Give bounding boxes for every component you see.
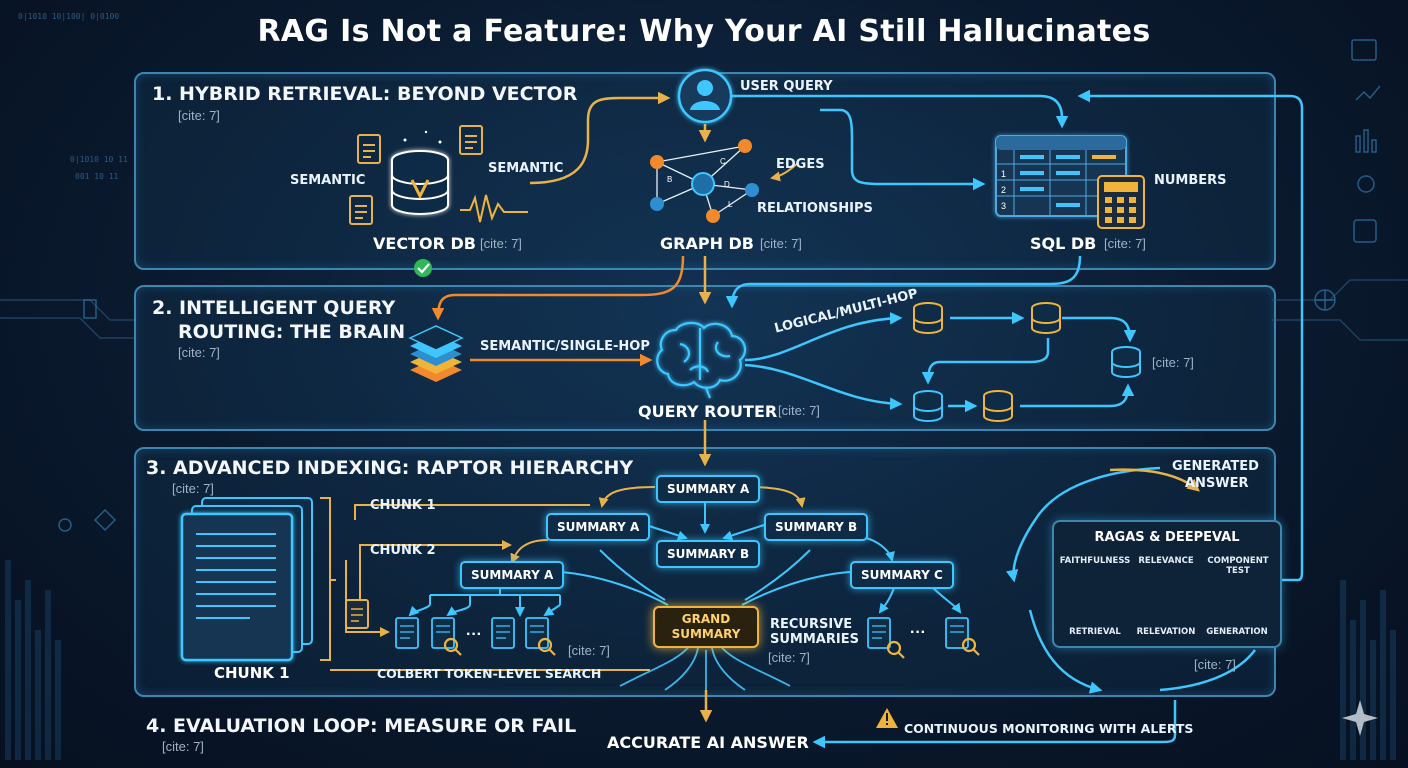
user-query-label: USER QUERY [740,79,833,94]
accurate-answer-label: ACCURATE AI ANSWER [607,733,809,752]
cite: [cite: 7] [760,236,802,251]
cite: [cite: 7] [1152,355,1194,370]
metric-footer-generation: GENERATION [1206,627,1268,637]
query-router-label: QUERY ROUTER [638,402,778,421]
summary-node-top: SUMMARY A [656,475,761,503]
graph-letter: C [720,157,726,166]
metric-footer-relevation: RELEVATION [1136,627,1196,637]
recursive-summaries-line2: SUMMARIES [770,632,859,647]
numbers-label: NUMBERS [1154,173,1227,188]
generated-answer-line2: ANSWER [1185,476,1249,491]
chunk-1-document-label: CHUNK 1 [214,664,290,682]
cite: [cite: 7] [768,650,810,665]
cite: [cite: 7] [1194,657,1236,672]
semantic-single-hop-label: SEMANTIC/SINGLE-HOP [480,339,650,354]
cite: [cite: 7] [162,739,204,754]
table-row-number: 2 [1001,185,1007,195]
sql-db-label: SQL DB [1030,234,1097,253]
ellipsis: ··· [910,624,926,641]
metric-header-component-test: COMPONENT TEST [1207,556,1269,576]
graph-letter: D [724,180,730,189]
cite: [cite: 7] [178,345,220,360]
metric-footer-retrieval: RETRIEVAL [1069,627,1121,637]
summary-node-left: SUMMARY A [546,513,651,541]
recursive-summaries-line1: RECURSIVE [770,617,853,632]
relationships-label: RELATIONSHIPS [757,201,873,216]
summary-node-lower-right: SUMMARY C [850,561,954,589]
cite: [cite: 7] [480,236,522,251]
evaluation-panel: RAGAS & DEEPEVAL [1052,520,1282,648]
cite: [cite: 7] [568,643,610,658]
grand-summary-line2: SUMMARY [671,627,741,641]
ellipsis: ··· [466,626,482,643]
graph-letter: L [728,200,733,209]
continuous-monitoring-label: CONTINUOUS MONITORING WITH ALERTS [904,721,1194,736]
section3-title: 3. ADVANCED INDEXING: RAPTOR HIERARCHY [146,457,634,479]
section4-title: 4. EVALUATION LOOP: MEASURE OR FAIL [146,715,577,737]
background-code: 0|1010 10|100| 0|0100 [18,12,120,21]
graph-db-label: GRAPH DB [660,234,754,253]
summary-node-right: SUMMARY B [764,513,869,541]
vector-db-label: VECTOR DB [373,234,476,253]
cite: [cite: 7] [172,481,214,496]
grand-summary-node: GRAND SUMMARY [653,606,759,648]
edges-label: EDGES [776,157,825,172]
table-row-number: 3 [1001,201,1007,211]
metric-header-relevance: RELEVANCE [1138,556,1194,566]
chunk-1-label: CHUNK 1 [370,498,436,513]
cite: [cite: 7] [178,108,220,123]
evaluation-title: RAGAS & DEEPEVAL [1094,530,1240,545]
chunk-2-label: CHUNK 2 [370,543,436,558]
background-code: 0|1010 10 11 [70,155,128,164]
metric-header-faithfulness: FAITHFULNESS [1059,556,1131,566]
section2-title-line1: 2. INTELLIGENT QUERY [152,297,396,319]
section1-title: 1. HYBRID RETRIEVAL: BEYOND VECTOR [152,83,578,105]
summary-node-lower-left: SUMMARY A [460,561,565,589]
cite: [cite: 7] [1104,236,1146,251]
table-row-number: 1 [1001,169,1007,179]
semantic-label-left: SEMANTIC [290,173,366,188]
graph-letter: B [667,175,673,184]
colbert-label: COLBERT TOKEN-LEVEL SEARCH [377,666,602,681]
section2-title-line2: ROUTING: THE BRAIN [178,321,406,343]
semantic-label-right: SEMANTIC [488,161,564,176]
summary-node-center: SUMMARY B [656,540,761,568]
cite: [cite: 7] [778,403,820,418]
background-code: 001 10 11 [75,172,119,181]
page-title: RAG Is Not a Feature: Why Your AI Still … [257,14,1151,49]
generated-answer-line1: GENERATED [1172,459,1259,474]
grand-summary-line1: GRAND [681,612,731,626]
